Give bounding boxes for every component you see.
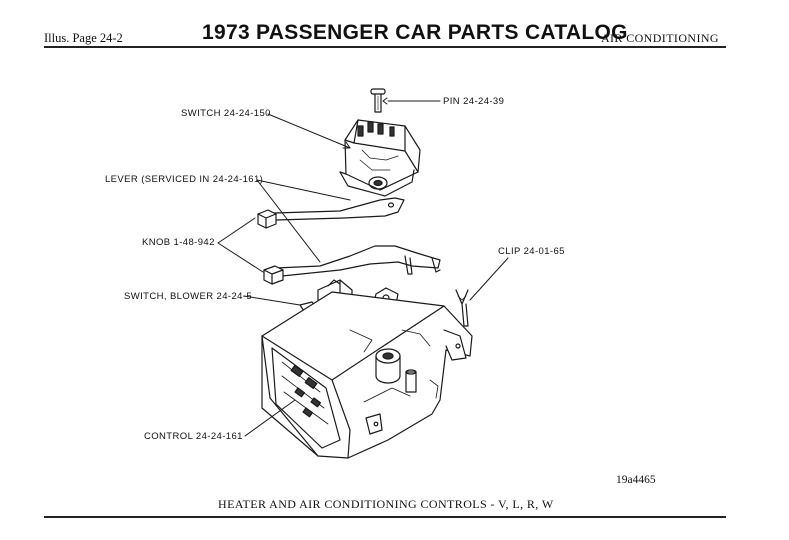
callout-pin: PIN 24-24-39 xyxy=(443,96,505,107)
section-name: AIR CONDITIONING xyxy=(600,31,719,45)
upper-knob-part xyxy=(257,209,277,229)
switch-part xyxy=(339,119,421,197)
control-assembly-part xyxy=(261,291,473,459)
upper-lever-part xyxy=(273,197,405,221)
footer-rule xyxy=(44,516,726,518)
illustration-page-number: Illus. Page 24-2 xyxy=(44,31,123,45)
figure-id: 19a4465 xyxy=(616,474,656,486)
lower-knob-part xyxy=(263,265,284,285)
callout-control: CONTROL 24-24-161 xyxy=(144,431,243,442)
pin-part xyxy=(370,88,386,113)
callout-switch-blower: SWITCH, BLOWER 24-24-5 xyxy=(124,291,253,302)
callout-clip: CLIP 24-01-65 xyxy=(498,246,565,257)
figure-caption: HEATER AND AIR CONDITIONING CONTROLS - V… xyxy=(218,497,554,511)
callout-switch: SWITCH 24-24-150 xyxy=(181,108,271,119)
lower-lever-part xyxy=(275,245,441,277)
leader-lines xyxy=(217,97,509,437)
callout-knob: KNOB 1-48-942 xyxy=(142,237,215,248)
catalog-title: 1973 PASSENGER CAR PARTS CATALOG xyxy=(202,21,628,44)
header-rule xyxy=(44,46,726,48)
callout-lever: LEVER (SERVICED IN 24-24-161) xyxy=(105,174,264,185)
clip-part xyxy=(455,289,469,327)
